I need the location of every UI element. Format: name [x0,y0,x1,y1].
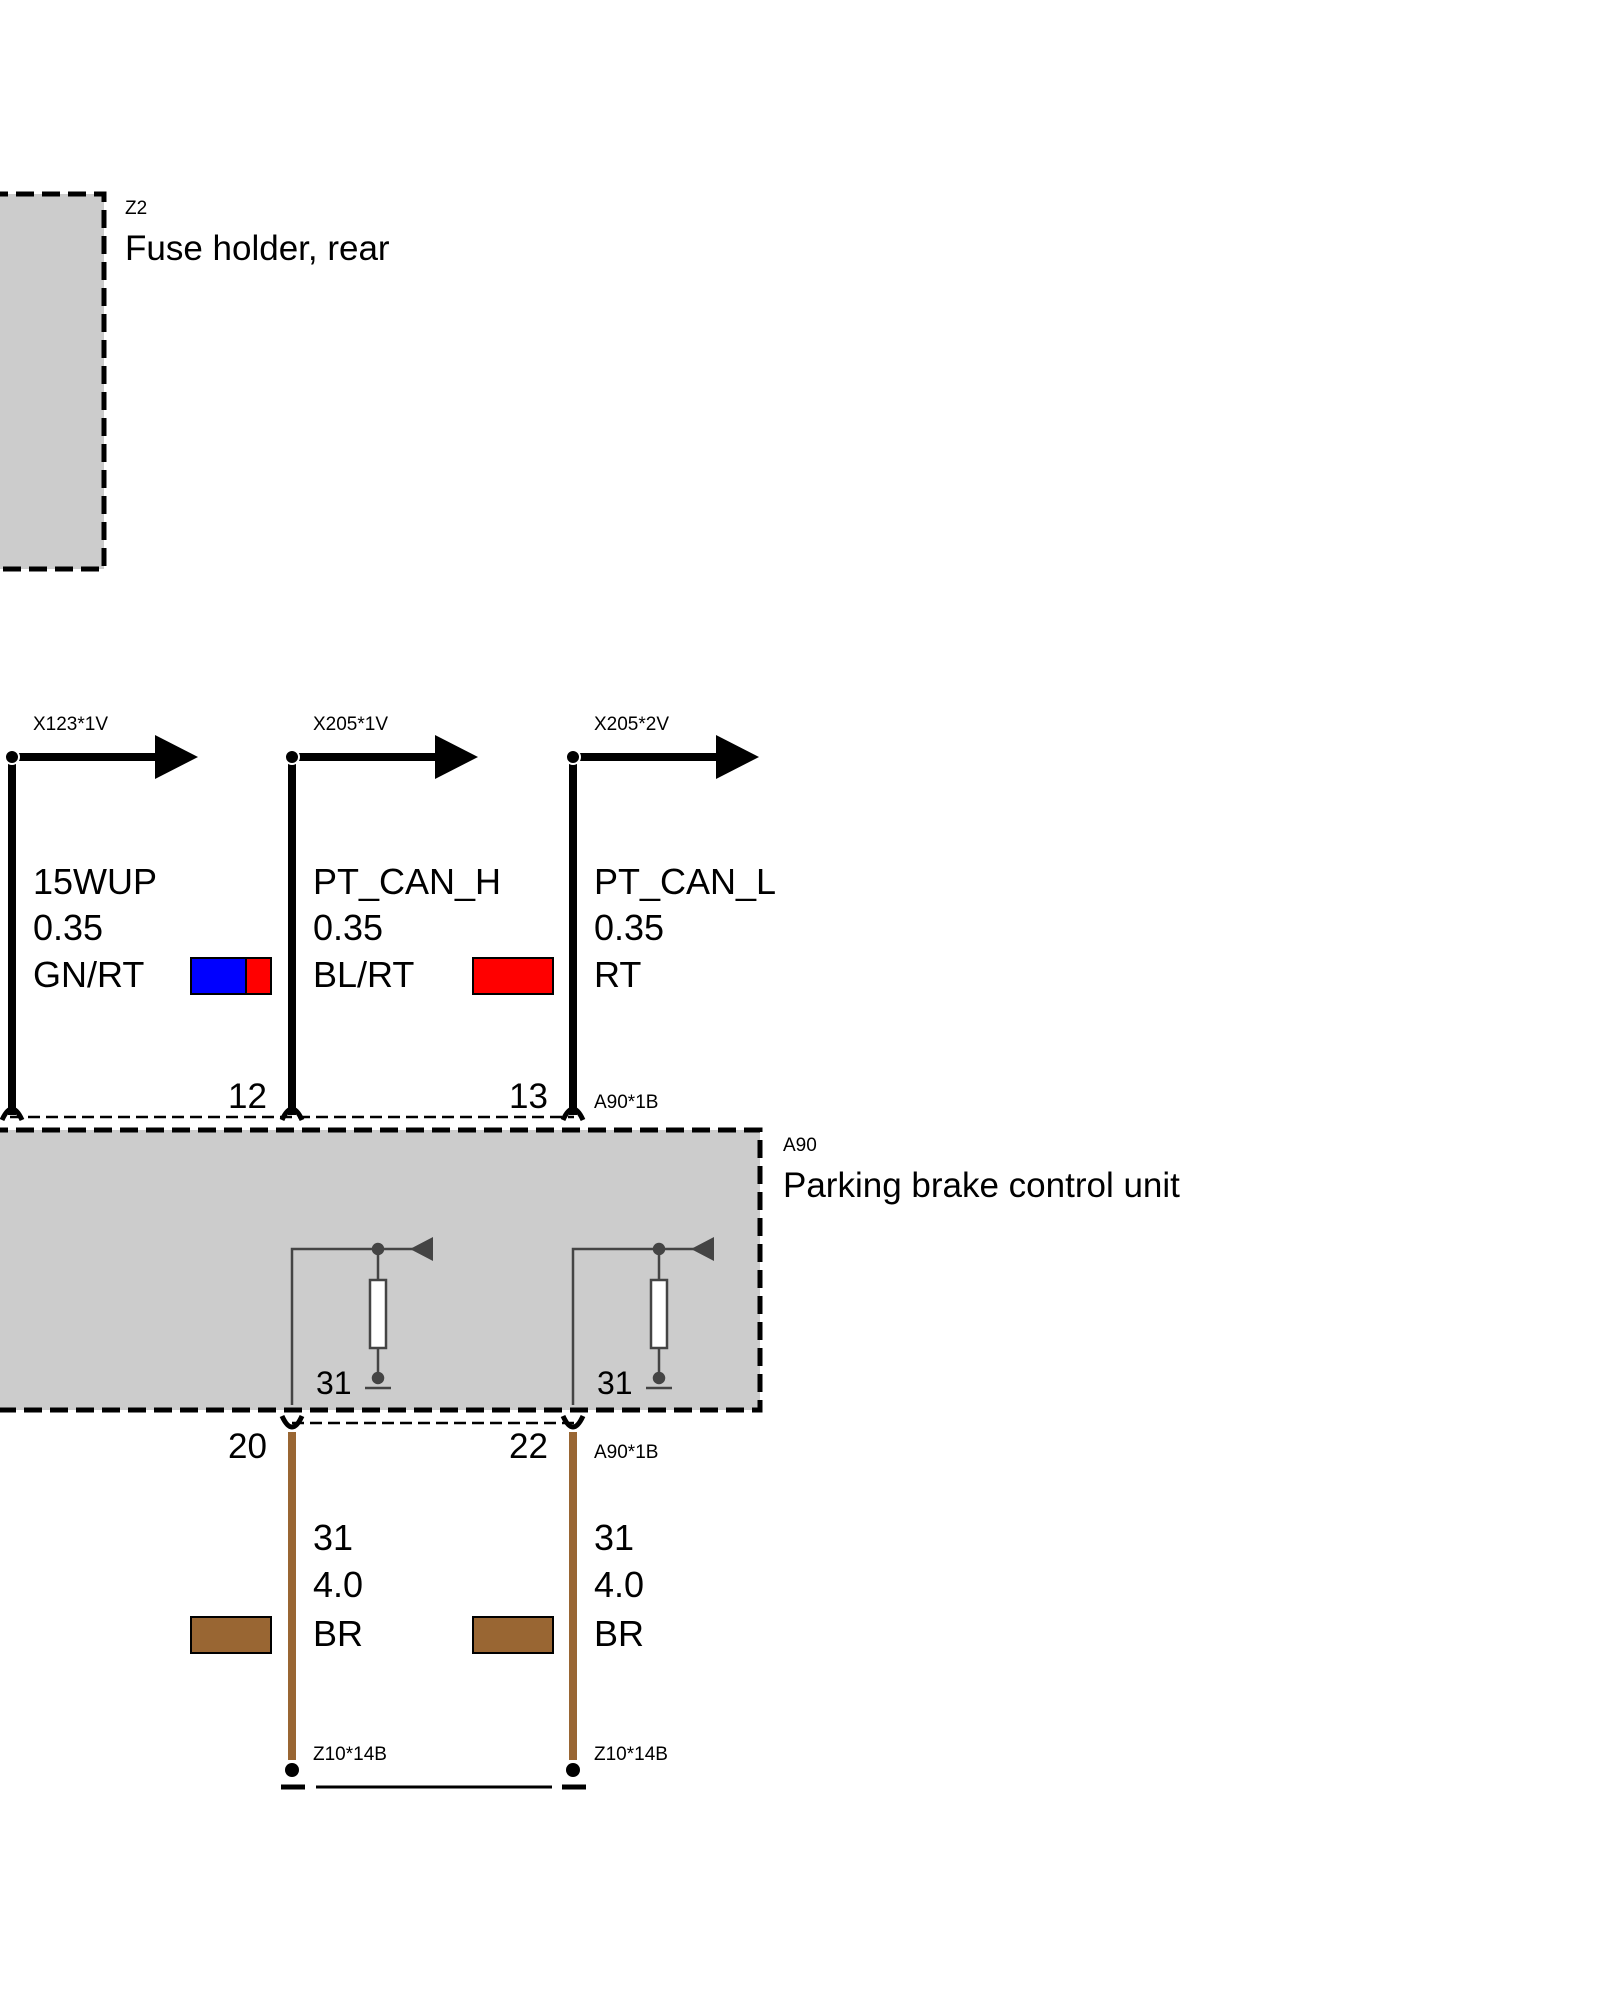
a90-control-unit [0,1127,763,1413]
internal-pull-down-2 [571,1237,714,1405]
wire-31-right [562,1432,586,1790]
wire-pt-can-h [279,735,478,1122]
connector-x123-1v: X123*1V [33,714,108,735]
wire-31-right-swatch [472,1616,554,1654]
connector-a90-lower: A90*1B [594,1442,658,1463]
wire-31-left-size: 4.0 [313,1564,363,1605]
wire-31-left-swatch [190,1616,272,1654]
internal-ground-31-b: 31 [597,1365,633,1401]
wire-pt-can-l [560,735,759,1122]
wire-pt-can-h-swatch [472,957,554,995]
wire-pt-can-h-size: 0.35 [313,907,383,948]
wire-31-left-color: BR [313,1613,363,1654]
a90-name-label: Parking brake control unit [783,1166,1180,1205]
connector-x205-1v: X205*1V [313,714,388,735]
wire-31-left-signal: 31 [313,1517,353,1558]
wire-31-left [281,1432,305,1790]
internal-ground-31-a: 31 [316,1365,352,1401]
internal-pull-down-1 [290,1237,433,1405]
wire-31-right-color: BR [594,1613,644,1654]
wire-31-right-signal: 31 [594,1517,634,1558]
z2-fuse-holder [0,191,107,572]
wire-pt-can-h-signal: PT_CAN_H [313,861,501,902]
wire-15wup-color: GN/RT [33,954,144,995]
z2-id-label: Z2 [125,198,147,219]
wire-pt-can-l-size: 0.35 [594,907,664,948]
wire-15wup-swatch [190,957,272,995]
pin-22: 22 [509,1427,548,1466]
wire-15wup-signal: 15WUP [33,861,157,902]
pin-13: 13 [509,1077,548,1116]
wire-pt-can-l-color: RT [594,954,641,995]
wire-15wup [0,735,198,1122]
connector-x205-2v: X205*2V [594,714,669,735]
wire-15wup-size: 0.35 [33,907,103,948]
lower-pin-sockets [279,1414,586,1430]
wire-pt-can-h-color: BL/RT [313,954,414,995]
a90-id-label: A90 [783,1135,817,1156]
z2-name-label: Fuse holder, rear [125,229,390,268]
pin-20: 20 [228,1427,267,1466]
wire-pt-can-l-signal: PT_CAN_L [594,861,776,902]
connector-z10-14b-right: Z10*14B [594,1744,668,1765]
connector-z10-14b-left: Z10*14B [313,1744,387,1765]
pin-12: 12 [228,1077,267,1116]
connector-a90-upper: A90*1B [594,1092,658,1113]
wire-31-right-size: 4.0 [594,1564,644,1605]
